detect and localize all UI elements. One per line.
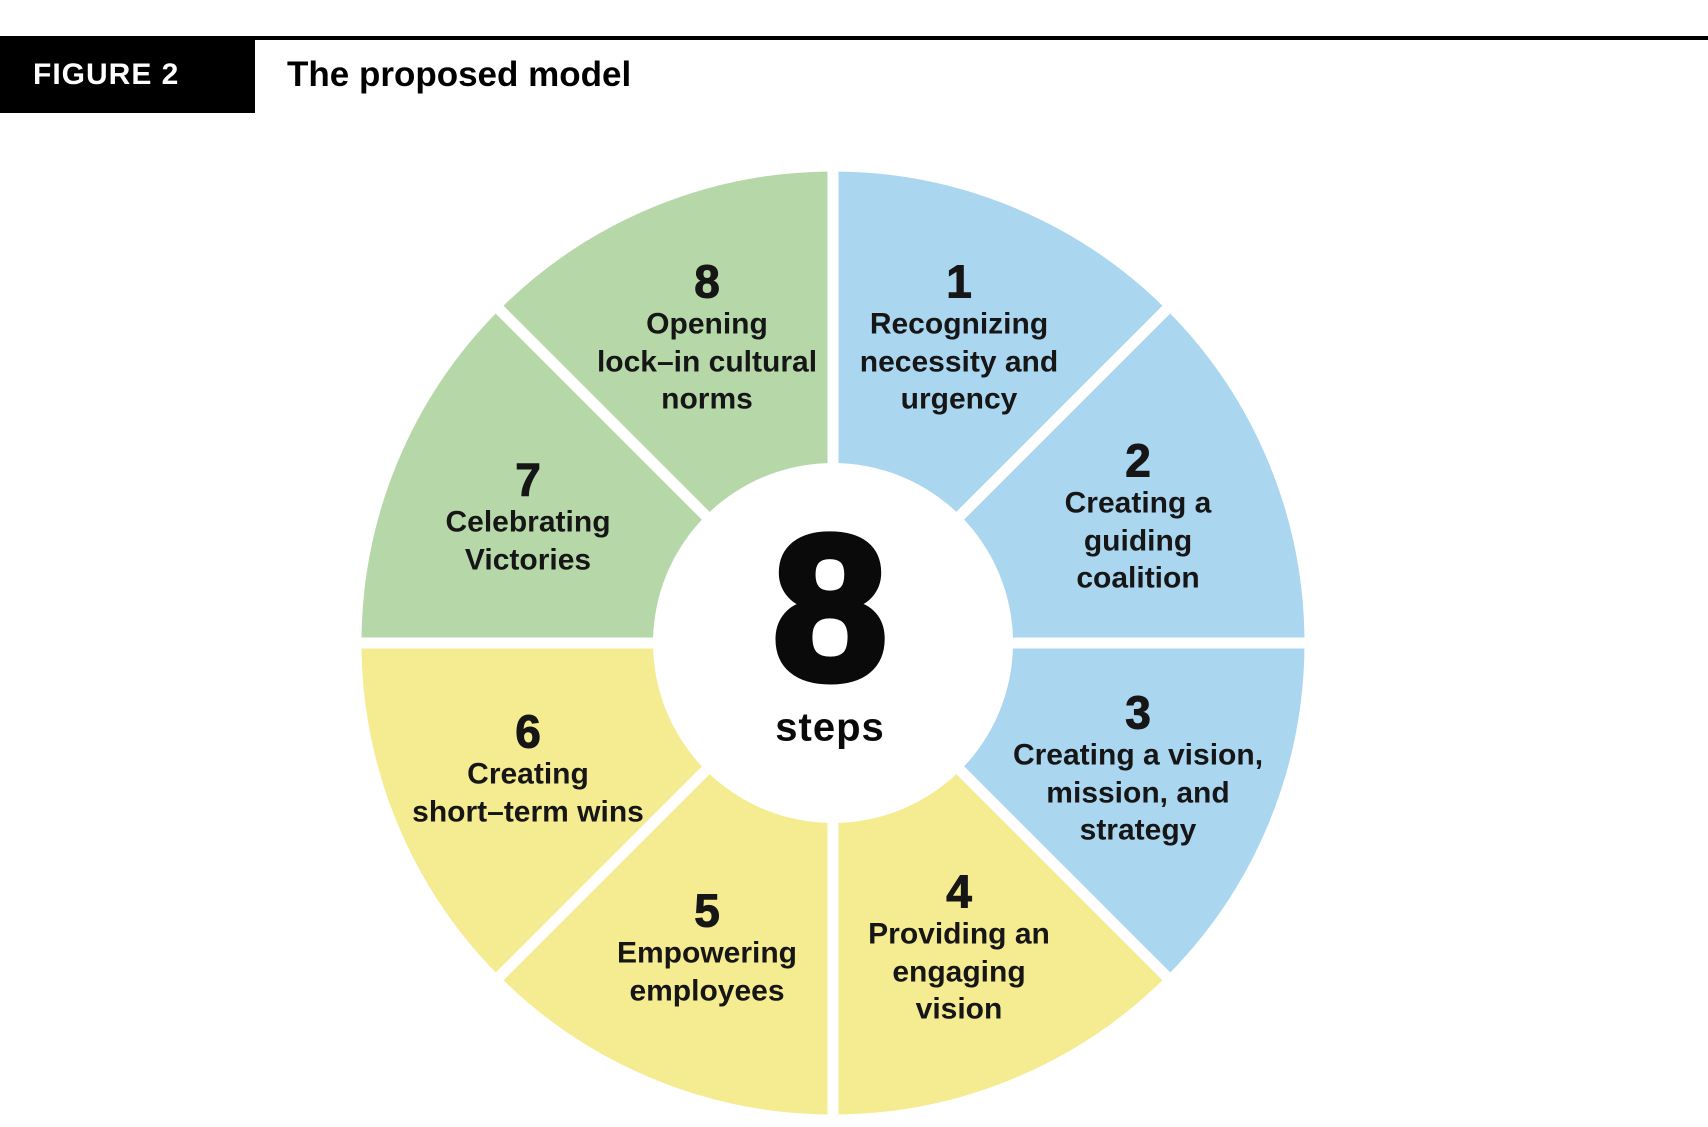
segment-text: Creating a guiding coalition xyxy=(1064,486,1212,595)
header-rule xyxy=(0,36,1708,40)
segment-text: Providing an engaging vision xyxy=(868,917,1050,1026)
figure-label: FIGURE 2 xyxy=(33,57,180,91)
segment-number: 3 xyxy=(1125,686,1152,739)
wheel-center-circle xyxy=(653,463,1013,823)
segment-number: 1 xyxy=(946,255,973,308)
segment-number: 6 xyxy=(515,705,542,758)
center-step-count: 8 xyxy=(769,493,891,723)
segment-number: 7 xyxy=(515,453,542,506)
segment-text: Opening lock–in cultural norms xyxy=(596,307,818,416)
segment-number: 2 xyxy=(1125,434,1152,487)
segment-text: Celebrating Victories xyxy=(445,505,611,577)
figure-label-box: FIGURE 2 xyxy=(0,36,255,113)
segment-text: Creating a vision, mission, and strategy xyxy=(1012,738,1264,847)
segment-text: Recognizing necessity and urgency xyxy=(859,307,1059,416)
segment-number: 8 xyxy=(694,255,721,308)
center-caption: steps xyxy=(775,705,885,750)
segment-text: Empowering employees xyxy=(616,936,798,1008)
segment-text: Creating short–term wins xyxy=(412,757,644,829)
segment-number: 5 xyxy=(694,884,721,937)
figure-title: The proposed model xyxy=(287,54,632,94)
segment-number: 4 xyxy=(946,865,973,918)
